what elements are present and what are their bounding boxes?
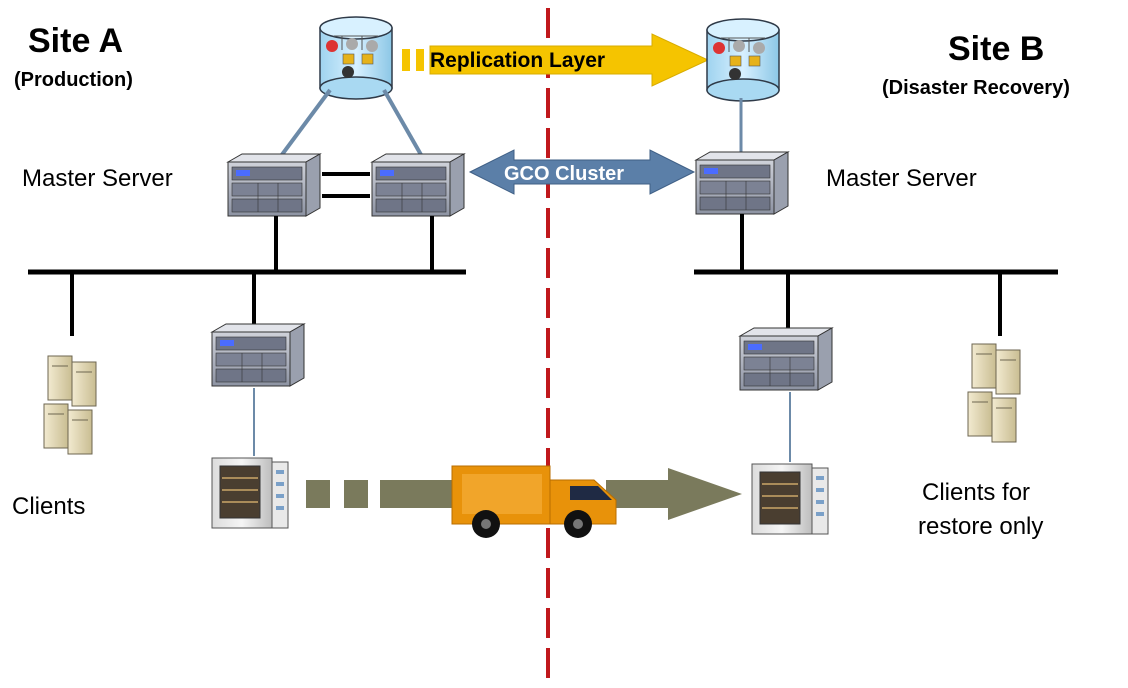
storage-cylinder-icon [319,16,393,100]
delivery-truck-icon [451,465,617,538]
storage-cylinder-icon [706,18,780,102]
rack-server-icon [695,151,789,215]
site-b-subtitle: (Disaster Recovery) [882,77,1070,99]
replication-arrow [402,33,710,87]
master-server-a2 [371,153,465,217]
clients-restore-label-line2: restore only [918,513,1043,540]
master-server-label-b: Master Server [826,165,977,192]
tape-library-a [211,457,289,529]
site-a-title: Site A [28,22,123,60]
replication-label: Replication Layer [430,49,605,72]
rack-server-icon [371,153,465,217]
clients-site-a [43,355,97,455]
tape-library-icon [751,463,829,535]
rack-server-icon [211,323,305,387]
client-workstation-icon [967,343,1021,443]
rack-server-icon [227,153,321,217]
client-workstation-icon [43,355,97,455]
storage-link-a-left [276,88,332,162]
media-server-b [739,327,833,391]
storage-site-b [706,18,780,102]
master-server-a1 [227,153,321,217]
tape-library-b [751,463,829,535]
clients-label: Clients [12,493,85,520]
master-server-label-a: Master Server [22,165,173,192]
media-server-a [211,323,305,387]
site-a-subtitle: (Production) [14,69,133,91]
gco-cluster-arrow [468,149,696,195]
tape-transport-path [306,468,742,520]
clients-site-b [967,343,1021,443]
tape-library-icon [211,457,289,529]
site-b-title: Site B [948,30,1044,68]
rack-server-icon [739,327,833,391]
master-server-b [695,151,789,215]
clients-restore-label-line1: Clients for [922,479,1030,506]
gco-cluster-label: GCO Cluster [504,163,624,185]
storage-link-a-right [382,89,426,161]
storage-site-a [319,16,393,100]
